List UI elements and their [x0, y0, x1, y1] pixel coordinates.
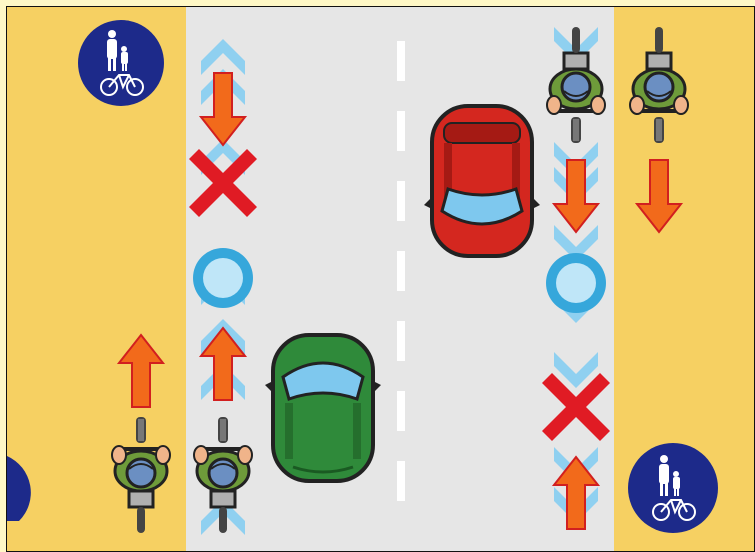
diagram-frame	[6, 6, 755, 552]
ok-circle-left	[193, 248, 253, 308]
cyclist-right-sidewalk	[630, 27, 688, 143]
green-car	[265, 335, 381, 481]
red-car	[424, 106, 540, 256]
cyclist-left-sidewalk	[112, 417, 170, 533]
sidewalk-arrow-left	[119, 335, 163, 407]
ok-circle-right	[546, 253, 606, 313]
partial-sign-left-edge	[7, 456, 31, 521]
pedestrian-bicycle-sign-bottom-right	[628, 443, 718, 533]
pedestrian-bicycle-sign-top-left	[78, 20, 164, 106]
diagram-canvas	[7, 7, 755, 552]
sidewalk-arrow-right	[637, 160, 681, 232]
